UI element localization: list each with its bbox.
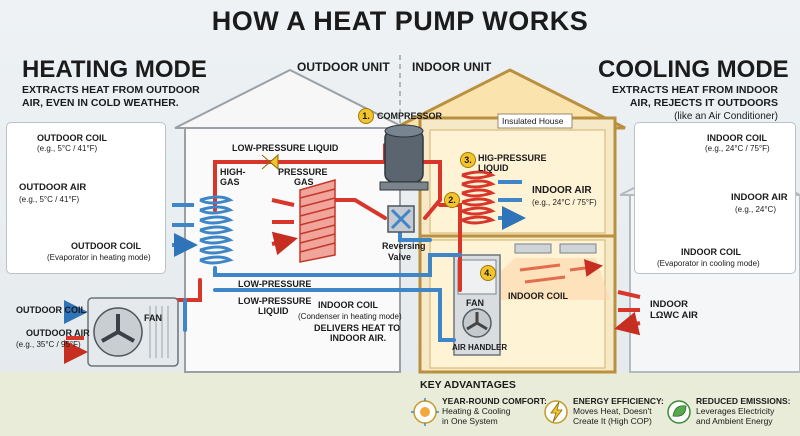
- compressor-label: COMPRESSOR: [377, 111, 443, 121]
- outdoor-coil-art: [199, 195, 234, 265]
- reversing-valve-art: [387, 205, 415, 233]
- card-indoor-coil-note: (Evaporator in cooling mode): [657, 259, 760, 268]
- step-3-label-2: LIQUID: [478, 163, 509, 173]
- heating-subtitle-line1: EXTRACTS HEAT FROM OUTDOOR: [22, 84, 200, 96]
- heating-detail-card: OUTDOOR COIL (e.g., 5°C / 41°F) OUTDOOR …: [6, 122, 166, 274]
- cooling-detail-card: INDOOR COIL (e.g., 24°C / 75°F) INDOOR A…: [634, 122, 796, 274]
- cooling-subtitle-line1: EXTRACTS HEAT FROM INDOOR: [611, 84, 778, 96]
- cooling-subtitle-line2: AIR, REJECTS IT OUTDOORS: [629, 97, 778, 109]
- page-title: HOW A HEAT PUMP WORKS: [211, 6, 589, 36]
- card-indoor-air-label: INDOOR AIR: [731, 192, 788, 203]
- indoor-air-label: INDOOR AIR: [532, 185, 592, 196]
- card-outdoor-air-temp: (e.g., 5°C / 41°F): [19, 195, 80, 204]
- advantage-item-comfort: YEAR-ROUND COMFORT: Heating & Cooling in…: [442, 396, 547, 426]
- outdoor-fan-label: FAN: [144, 313, 162, 323]
- low-pressure-label: LOW-PRESSURE: [238, 279, 312, 289]
- advantage-line1: Moves Heat, Doesn't: [573, 406, 652, 416]
- advantage-title: ENERGY EFFICIENCY:: [573, 396, 664, 406]
- outdoor-condenser-art: [87, 297, 179, 367]
- advantage-icons: [411, 398, 691, 426]
- card-outdoor-coil-bottom: OUTDOOR COIL: [71, 241, 141, 251]
- indoor-air-temp: (e.g., 24°C / 75°F): [532, 198, 597, 207]
- card-indoor-air-temp: (e.g., 24°C): [735, 205, 776, 214]
- advantage-title: YEAR-ROUND COMFORT:: [442, 396, 547, 406]
- middle-coil-art: [299, 179, 336, 263]
- pressure-gas-label-2: GAS: [294, 177, 314, 187]
- lightning-icon: [551, 400, 563, 412]
- advantages-heading: KEY ADVANTAGES: [420, 379, 516, 391]
- advantage-title: REDUCED EMISSIONS:: [696, 396, 791, 406]
- step-2-badge: 2.: [444, 192, 460, 208]
- indoor-coil-step4-label: INDOOR COIL: [508, 291, 568, 301]
- indoor-unit-label: INDOOR UNIT: [412, 60, 492, 74]
- heating-mode-heading: HEATING MODE: [22, 56, 207, 83]
- indoor-lowc-label-1: INDOOR: [650, 299, 688, 310]
- delivers-heat-line2: INDOOR AIR.: [330, 333, 387, 343]
- indoor-coil-note: (Condenser in heating mode): [298, 312, 402, 321]
- step-1-badge: 1.: [358, 108, 374, 124]
- low-pressure-liquid-label-2: LIQUID: [258, 306, 289, 316]
- step-3-label-1: HIG-PRESSURE: [478, 153, 547, 163]
- high-gas-label-1: HIGH-: [220, 167, 246, 177]
- outdoor-air-left-label: OUTDOOR AIR: [26, 328, 90, 338]
- step-4-badge: 4.: [480, 265, 496, 281]
- low-pressure-liquid-top: LOW-PRESSURE LIQUID: [232, 143, 339, 153]
- card-indoor-coil-label: INDOOR COIL: [707, 133, 767, 143]
- cooling-subtitle-note: (like an Air Conditioner): [674, 111, 778, 122]
- advantage-line2: in One System: [442, 416, 498, 426]
- card-outdoor-air-label: OUTDOOR AIR: [19, 182, 87, 193]
- pressure-gas-label-1: PRESSURE: [278, 167, 328, 177]
- insulated-house-label: Insulated House: [502, 116, 564, 126]
- card-indoor-coil-temp: (e.g., 24°C / 75°F): [705, 144, 770, 153]
- reversing-valve-label-2: Valve: [388, 252, 412, 262]
- sun-snowflake-icon: [420, 400, 432, 412]
- leaf-recycle-icon: [674, 400, 686, 412]
- high-gas-label-2: GAS: [220, 177, 240, 187]
- card-outdoor-coil-note: (Evaporator in heating mode): [47, 253, 151, 262]
- reversing-valve-label-1: Reversing: [382, 241, 426, 251]
- indoor-house: [394, 68, 626, 374]
- advantage-item-efficiency: ENERGY EFFICIENCY: Moves Heat, Doesn't C…: [573, 396, 664, 426]
- card-indoor-coil-bottom: INDOOR COIL: [681, 247, 741, 257]
- heating-subtitle-line2: AIR, EVEN IN COLD WEATHER.: [22, 97, 179, 109]
- outdoor-coil-left-label: OUTDOOR COIL: [16, 305, 86, 315]
- delivers-heat-line1: DELIVERS HEAT TO: [314, 323, 401, 333]
- air-handler-label: AIR HANDLER: [452, 343, 508, 352]
- card-outdoor-coil-label: OUTDOOR COIL: [37, 133, 107, 143]
- advantage-line1: Heating & Cooling: [442, 406, 511, 416]
- indoor-lowc-label-2: LΩWC AIR: [650, 310, 698, 321]
- advantage-line2: and Ambient Energy: [696, 416, 773, 426]
- cooling-mode-heading: COOLING MODE: [598, 56, 789, 83]
- advantage-item-emissions: REDUCED EMISSIONS: Leverages Electricity…: [696, 396, 790, 426]
- indoor-fan-label: FAN: [466, 298, 484, 308]
- advantage-line1: Leverages Electricity: [696, 406, 775, 416]
- step-3-badge: 3.: [460, 152, 476, 168]
- outdoor-air-left-temp: (e.g., 35°C / 95°F): [16, 340, 81, 349]
- indoor-coil-heading: INDOOR COIL: [318, 300, 378, 310]
- outdoor-unit-label: OUTDOOR UNIT: [297, 60, 390, 74]
- card-outdoor-coil-temp: (e.g., 5°C / 41°F): [37, 144, 98, 153]
- advantage-line2: Create It (High COP): [573, 416, 652, 426]
- compressor-art: [379, 124, 429, 191]
- low-pressure-liquid-label-1: LOW-PRESSURE: [238, 296, 312, 306]
